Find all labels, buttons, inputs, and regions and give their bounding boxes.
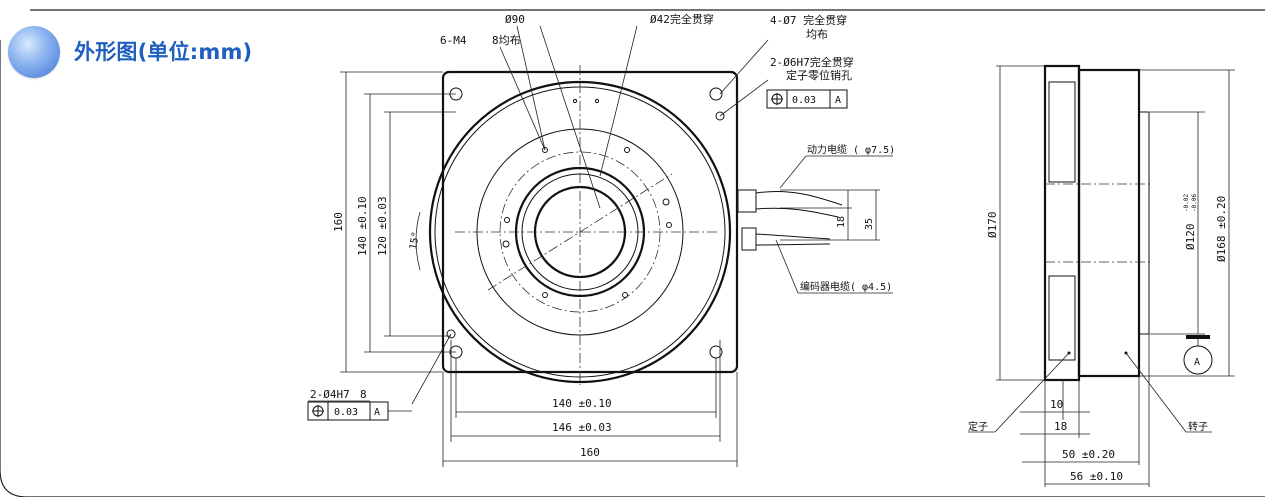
label-phi42: Ø42完全贯穿 bbox=[650, 12, 714, 26]
dim-35: 35 bbox=[864, 218, 875, 230]
dim-w146: 146 ±0.03 bbox=[552, 421, 612, 434]
leader-4holes bbox=[719, 39, 769, 95]
dowel-mark bbox=[572, 98, 578, 104]
datum-circle bbox=[1183, 345, 1213, 375]
dim-10: 10 bbox=[1050, 398, 1063, 411]
dim-h140: 140 ±0.10 bbox=[356, 196, 369, 256]
dim-56: 56 ±0.10 bbox=[1070, 470, 1123, 483]
leader-phi42 bbox=[599, 25, 638, 177]
dim-h120: 120 ±0.03 bbox=[376, 196, 389, 256]
label-4holes: 4-Ø7 完全贯穿 bbox=[770, 13, 847, 27]
pin-hole bbox=[446, 329, 456, 339]
label-angle: 15° bbox=[408, 231, 422, 251]
title-bubble-icon bbox=[8, 26, 60, 78]
label-m4: 6-M4 bbox=[440, 34, 467, 47]
leader-pins bbox=[719, 79, 769, 117]
label-encoder-cable: 编码器电缆( φ4.5) bbox=[800, 280, 892, 293]
encoder-connector bbox=[741, 227, 757, 251]
leader-power bbox=[779, 155, 807, 189]
stator-slot-bottom bbox=[1048, 275, 1076, 361]
tol-frame-1 bbox=[766, 89, 848, 109]
pin-4h7 bbox=[662, 198, 670, 206]
tol-ref-2: A bbox=[374, 407, 380, 418]
dim-18-side: 18 bbox=[1054, 420, 1067, 433]
label-m4-depth: 8均布 bbox=[492, 34, 521, 47]
power-cable bbox=[755, 190, 843, 218]
m4-hole bbox=[666, 222, 672, 228]
m4-hole bbox=[504, 217, 510, 223]
tol-value-2: 0.03 bbox=[334, 407, 358, 418]
m4-hole bbox=[542, 147, 548, 153]
label-pins-b: 定子零位销孔 bbox=[786, 68, 852, 82]
base-plate bbox=[441, 70, 739, 374]
dim-w160: 160 bbox=[580, 446, 600, 459]
front-view bbox=[307, 25, 893, 467]
label-4holes-b: 均布 bbox=[806, 28, 828, 41]
outer-ring bbox=[428, 80, 732, 384]
corner-hole bbox=[709, 87, 723, 101]
dim-phi120: Ø120 bbox=[1184, 224, 1197, 251]
datum-label: A bbox=[1194, 357, 1200, 368]
label-pin4h7: 2-Ø4H7 bbox=[310, 388, 350, 401]
dim-w140: 140 ±0.10 bbox=[552, 397, 612, 410]
pin-4h7 bbox=[502, 240, 510, 248]
label-pins: 2-Ø6H7完全贯穿 bbox=[770, 55, 854, 69]
leader-encoder bbox=[775, 239, 799, 294]
label-stator: 定子 bbox=[968, 420, 988, 433]
m4-hole bbox=[624, 147, 630, 153]
stator-slot-top bbox=[1048, 81, 1076, 183]
center-line-diag bbox=[487, 173, 673, 291]
dim-phi120-tol-dn: -0.06 bbox=[1191, 194, 1198, 212]
dim-50: 50 ±0.20 bbox=[1062, 448, 1115, 461]
label-pin4h7-depth: 8 bbox=[360, 388, 367, 401]
label-rotor: 转子 bbox=[1188, 420, 1208, 433]
m4-hole bbox=[622, 292, 628, 298]
leader-phi90b bbox=[539, 25, 601, 209]
leader-phi90 bbox=[516, 25, 546, 151]
tol-ref-1: A bbox=[835, 95, 841, 106]
angle-arc bbox=[415, 211, 421, 271]
dim-h160: 160 bbox=[332, 212, 345, 232]
pin-hole bbox=[715, 111, 725, 121]
label-phi90: Ø90 bbox=[505, 13, 525, 26]
leader-m4 bbox=[499, 46, 546, 151]
datum-bar bbox=[1186, 335, 1210, 339]
leader-pin4 bbox=[411, 333, 452, 405]
dim-phi120-tol-up: -0.02 bbox=[1183, 194, 1190, 212]
tol-value-1: 0.03 bbox=[792, 95, 816, 106]
label-power-cable: 动力电缆 ( φ7.5) bbox=[807, 143, 895, 156]
power-connector bbox=[737, 189, 757, 213]
dim-phi170: Ø170 bbox=[986, 212, 999, 239]
dim-phi168: Ø168 ±0.20 bbox=[1215, 196, 1228, 262]
m4-hole bbox=[542, 292, 548, 298]
stator-body bbox=[1043, 64, 1081, 382]
dim-18: 18 bbox=[836, 216, 847, 228]
page-title: 外形图(单位:mm) bbox=[74, 40, 253, 64]
side-view bbox=[968, 64, 1235, 487]
encoder-cable bbox=[755, 233, 831, 246]
rotor-body bbox=[1077, 68, 1141, 378]
dowel-mark bbox=[594, 98, 600, 104]
rotor-flange bbox=[1138, 111, 1150, 335]
